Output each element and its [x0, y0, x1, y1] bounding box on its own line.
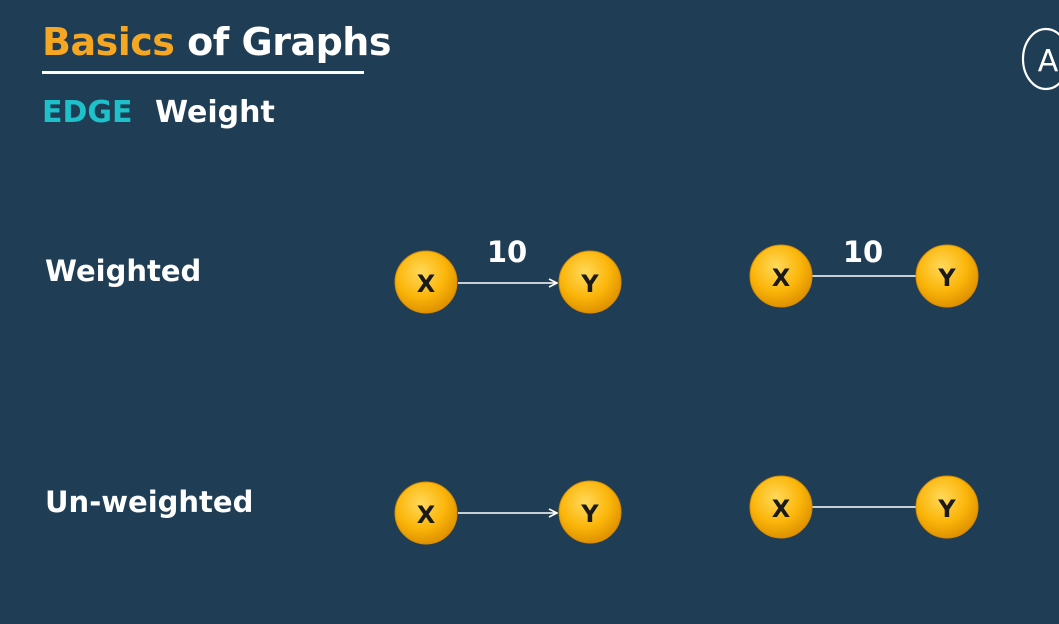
weighted-undirected-graph: 10 X Y: [749, 235, 979, 308]
edge-weight-label: 10: [843, 235, 883, 269]
slide-title: Basics of Graphs: [42, 20, 391, 64]
node-x-label: X: [417, 270, 436, 298]
unweighted-undirected-graph: X Y: [749, 475, 979, 539]
row-label-unweighted: Un-weighted: [45, 485, 254, 519]
subtitle-topic: EDGE: [42, 95, 133, 130]
unweighted-directed-graph: X Y: [394, 480, 622, 545]
weighted-directed-graph: 10 X Y: [394, 235, 622, 314]
title-rest: of Graphs: [187, 20, 391, 64]
title-accent: Basics: [42, 20, 175, 64]
node-y: [558, 480, 622, 544]
node-y: [558, 250, 622, 314]
corner-logo: A: [1021, 27, 1059, 91]
node-y-label: Y: [580, 500, 599, 528]
node-x-label: X: [417, 501, 436, 529]
node-y-label: Y: [937, 495, 956, 523]
node-y: [915, 475, 979, 539]
corner-logo-letter: A: [1038, 44, 1059, 79]
edge-weight-label: 10: [487, 235, 527, 269]
node-x-label: X: [772, 264, 791, 292]
row-label-weighted: Weighted: [45, 254, 202, 288]
node-x: [749, 244, 813, 308]
node-y: [915, 244, 979, 308]
node-x: [749, 475, 813, 539]
subtitle-subtopic: Weight: [155, 95, 275, 130]
node-y-label: Y: [937, 264, 956, 292]
node-x: [394, 481, 458, 545]
node-x-label: X: [772, 495, 791, 523]
node-x: [394, 250, 458, 314]
node-y-label: Y: [580, 270, 599, 298]
title-underline: [42, 71, 364, 74]
